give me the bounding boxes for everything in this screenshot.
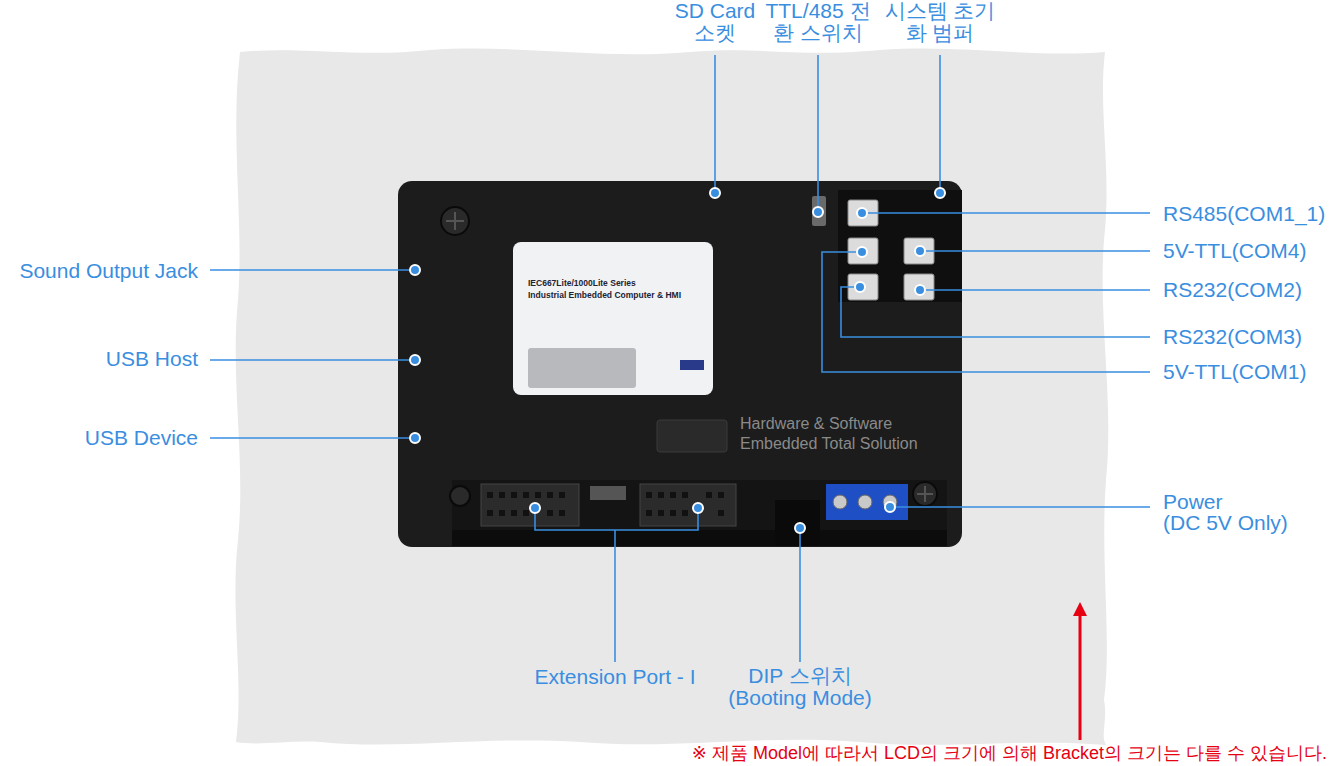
sticker-logo [680, 360, 704, 370]
sticker-text: Industrial Embedded Computer & HMI [528, 290, 681, 301]
callout-label: Power [1163, 491, 1223, 513]
callout-label: Sound Output Jack [19, 260, 198, 282]
callout-dot [410, 188, 945, 533]
bottom-edge [452, 530, 947, 546]
callout-label: RS232(COM2) [1163, 279, 1302, 301]
maker-logo [657, 420, 727, 452]
screw [441, 207, 937, 506]
callout-label: 5V-TTL(COM1) [1163, 361, 1307, 383]
power-terminal [826, 484, 908, 520]
callout-label: USB Host [106, 348, 198, 370]
device-housing [398, 181, 962, 547]
sticker-text: IEC667Lite/1000Lite Series [528, 278, 636, 289]
product-sticker [513, 242, 713, 395]
sticker-panel [528, 348, 636, 388]
callout-label: Extension Port - I [534, 666, 695, 688]
note-text: ※ 제품 Model에 따라서 LCD의 크기에 의해 Bracket의 크기는… [692, 742, 1327, 764]
callout-label: RS485(COM1_1) [1163, 203, 1325, 225]
dip-switch [775, 500, 820, 546]
device-print: Embedded Total Solution [740, 434, 918, 453]
callout-label: 5V-TTL(COM4) [1163, 240, 1307, 262]
com-socket [848, 200, 934, 300]
callout-label: SD Card 소켓 [669, 0, 761, 44]
note-arrow [1073, 602, 1087, 740]
leader-line [210, 55, 1150, 662]
torn-paper-ground [235, 48, 1108, 745]
callout-label: TTL/485 전환 스위치 [761, 0, 875, 44]
jumper-block [590, 486, 626, 500]
callout-label: USB Device [85, 427, 198, 449]
ttl-485-switch [812, 196, 826, 226]
callout-label: DIP 스위치 (Booting Mode) [724, 665, 876, 709]
bottom-connector-strip [452, 480, 947, 546]
com-panel [838, 190, 962, 302]
device-print: Hardware & Software [740, 414, 892, 433]
callout-label: (DC 5V Only) [1163, 512, 1288, 534]
callout-label: 시스템 초기화 범퍼 [883, 0, 997, 44]
callout-label: RS232(COM3) [1163, 326, 1302, 348]
